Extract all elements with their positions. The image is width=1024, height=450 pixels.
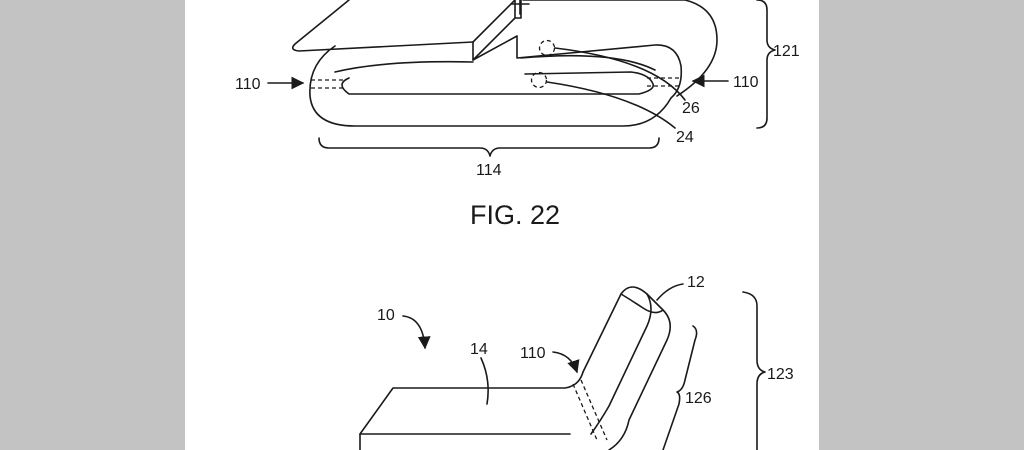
fig22-brace-121: [756, 0, 776, 129]
fig23-arrow-110: [552, 351, 580, 374]
fig23-arrow-10: [402, 315, 431, 350]
fig23-drawing: [359, 283, 766, 450]
fig23-leader-12: [656, 283, 684, 301]
ref-110-left: 110: [235, 76, 261, 93]
fig22-slot-ridge: [334, 54, 656, 73]
fig23-brace-126: [662, 325, 698, 450]
patent-sheet: 110 110 121 26 24 114 FIG. 22 10 14 110 …: [185, 0, 819, 450]
ref-12: 12: [687, 274, 705, 291]
fig22-fold-left: [311, 79, 345, 89]
ref-10: 10: [377, 307, 395, 324]
ref-126: 126: [685, 390, 712, 407]
fig22-caption: FIG. 22: [470, 200, 560, 230]
fig23-backrest-inner: [590, 293, 652, 435]
fig22-leader-26: [554, 47, 686, 101]
fig22-brace-114: [318, 137, 660, 157]
fig22-inner-slot: [341, 71, 655, 95]
fig22-fold-right: [647, 77, 679, 87]
fig22-cross-mark: [510, 0, 530, 15]
fig23-seat: [359, 371, 584, 450]
ref-123: 123: [767, 366, 794, 383]
ref-14: 14: [470, 341, 488, 358]
fig23-backrest: [582, 286, 671, 450]
ref-114: 114: [476, 162, 502, 179]
fig22-center-rib: [472, 0, 522, 61]
fig23-leader-14: [480, 357, 489, 405]
ref-24: 24: [676, 129, 694, 146]
fig22-drawing: [267, 0, 776, 157]
ref-26: 26: [682, 100, 700, 117]
patent-drawing: 110 110 121 26 24 114 FIG. 22 10 14 110 …: [235, 0, 800, 450]
ref-110-right: 110: [733, 74, 759, 91]
fig22-outer-body: [291, 0, 683, 127]
fig22-dot-26: [538, 39, 556, 57]
fig22-dot-24: [530, 71, 548, 89]
ref-121: 121: [773, 43, 800, 60]
fig23-brace-123: [742, 291, 766, 450]
fig23-backrest-top: [620, 293, 664, 314]
fig23-bend: [572, 379, 608, 441]
ref-110-lower: 110: [520, 345, 546, 362]
fig22-leader-24: [546, 81, 676, 129]
